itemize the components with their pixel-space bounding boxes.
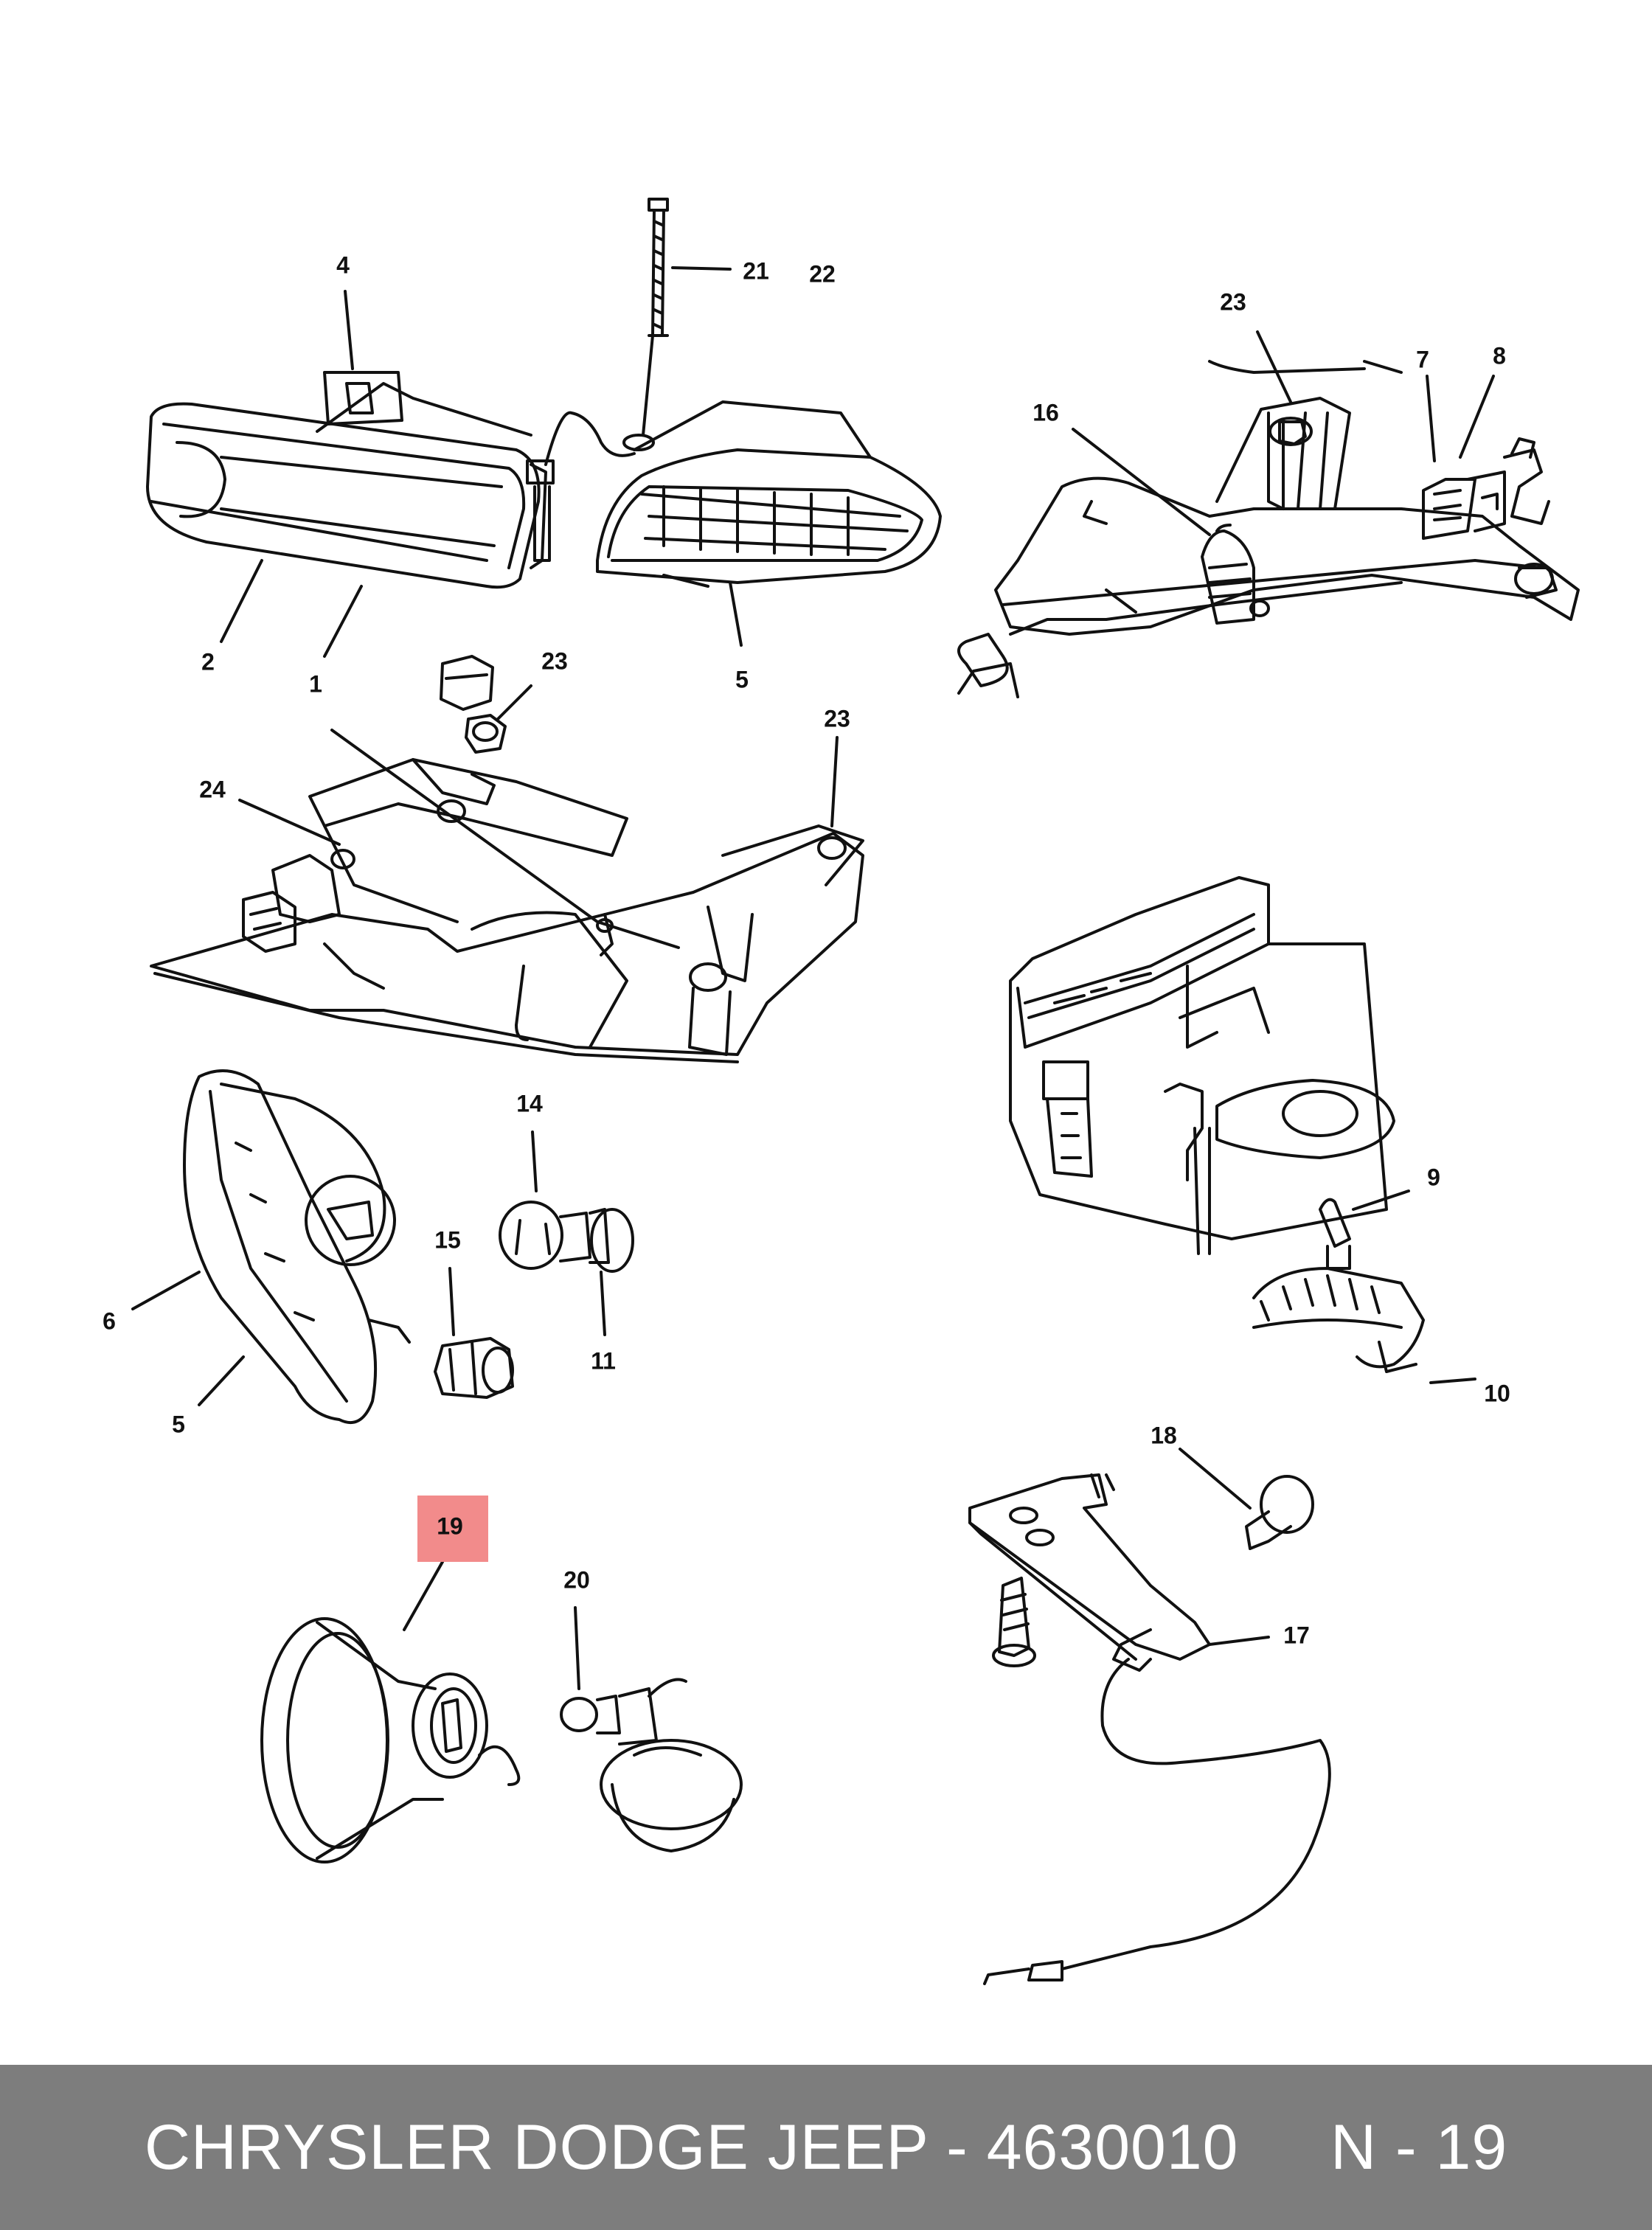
headlamp-adjuster-assembly — [957, 360, 1580, 698]
lamp-housing-mounting — [150, 729, 864, 1063]
callout-16: 16 — [1032, 399, 1059, 426]
callout-14: 14 — [516, 1090, 543, 1117]
callout-highlight-19 — [417, 1496, 488, 1562]
bolt-21 — [622, 198, 669, 451]
grommet-15 — [434, 1337, 514, 1399]
bracket-cable-17 — [968, 1473, 1331, 1985]
callout-23-nut: 23 — [541, 647, 568, 675]
callout-17: 17 — [1283, 1622, 1310, 1649]
callout-22: 22 — [809, 260, 836, 288]
callout-24: 24 — [199, 776, 226, 803]
callout-21: 21 — [743, 257, 769, 285]
headlamp-assembly — [146, 371, 636, 589]
callout-2: 2 — [201, 648, 215, 675]
callout-10: 10 — [1484, 1380, 1510, 1407]
leader-lines — [131, 266, 1495, 1690]
callout-6: 6 — [103, 1307, 116, 1335]
parts-diagram — [131, 198, 1580, 1985]
callout-8: 8 — [1493, 342, 1506, 369]
reflector-housing — [183, 1069, 411, 1424]
footer-part-number: CHRYSLER DODGE JEEP - 4630010 N - 19 — [144, 2111, 1508, 2183]
bulb-14 — [499, 1201, 634, 1273]
socket-19 — [260, 1617, 521, 1863]
callout-23-housing: 23 — [824, 705, 850, 732]
callout-1: 1 — [309, 670, 322, 698]
callout-4: 4 — [336, 251, 350, 279]
nut-23 — [440, 655, 507, 754]
callout-23-bracket: 23 — [1220, 288, 1246, 316]
callout-9: 9 — [1427, 1164, 1440, 1191]
callout-11: 11 — [591, 1347, 616, 1375]
callout-18: 18 — [1150, 1422, 1177, 1449]
callout-5-top: 5 — [735, 666, 749, 693]
callout-7: 7 — [1416, 346, 1429, 373]
bulb-socket-20 — [560, 1678, 743, 1852]
callout-5-reflector: 5 — [172, 1411, 185, 1438]
headlamp-module — [1009, 876, 1425, 1373]
side-marker-lamp — [596, 400, 942, 588]
callout-20: 20 — [563, 1566, 590, 1594]
footer-bar: CHRYSLER DODGE JEEP - 4630010 N - 19 — [0, 2065, 1652, 2230]
callout-19: 19 — [437, 1512, 463, 1540]
callout-15: 15 — [434, 1226, 461, 1254]
